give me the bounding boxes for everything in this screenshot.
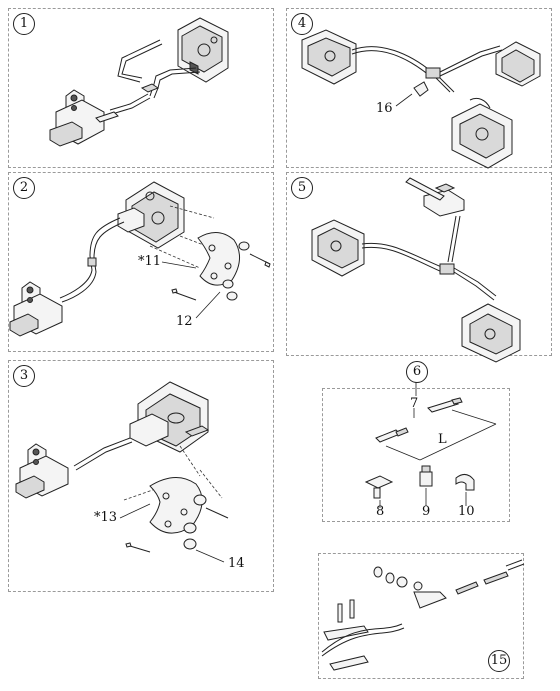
master-cylinder-icon bbox=[405, 177, 465, 217]
caliper-icon bbox=[117, 181, 185, 249]
panel-number-1: 1 bbox=[13, 13, 35, 35]
panel-4-art bbox=[301, 29, 541, 169]
panel-2-art bbox=[9, 181, 271, 337]
caliper-icon bbox=[311, 219, 365, 277]
caliper-icon bbox=[495, 41, 541, 87]
callout-13: *13 bbox=[94, 510, 118, 525]
panel-5 bbox=[286, 172, 552, 356]
bracket-icon bbox=[149, 477, 203, 534]
panel-15 bbox=[318, 553, 524, 679]
caliper-icon bbox=[451, 103, 513, 169]
panel-1-art bbox=[49, 17, 229, 147]
callout-7: 7 bbox=[410, 396, 419, 411]
panel-number-2: 2 bbox=[13, 177, 35, 199]
master-cylinder-icon bbox=[49, 89, 119, 147]
panel-3 bbox=[8, 360, 274, 592]
panel-4 bbox=[286, 8, 552, 168]
master-cylinder-icon bbox=[9, 281, 63, 337]
panel-5-art bbox=[311, 177, 521, 363]
panel-number-5: 5 bbox=[291, 177, 313, 199]
callout-10: 10 bbox=[458, 504, 475, 519]
callout-9: 9 bbox=[422, 504, 431, 519]
callout-L: L bbox=[438, 432, 447, 447]
bracket-icon bbox=[197, 232, 240, 286]
panel-15-art bbox=[321, 559, 525, 671]
caliper-icon bbox=[461, 303, 521, 363]
panel-number-3: 3 bbox=[13, 365, 35, 387]
master-cylinder-icon bbox=[15, 443, 69, 499]
panel-6-art bbox=[364, 381, 497, 508]
panel-1 bbox=[8, 8, 274, 168]
elbow-fitting-icon bbox=[455, 474, 475, 491]
hose-fitting-icon bbox=[375, 397, 463, 443]
panel-number-6: 6 bbox=[406, 361, 428, 383]
panel-3-art bbox=[15, 381, 229, 563]
tee-fitting-icon bbox=[364, 475, 394, 499]
callout-16: 16 bbox=[376, 101, 393, 116]
callout-11: *11 bbox=[138, 254, 162, 269]
panel-number-4: 4 bbox=[291, 13, 313, 35]
linkage-kit-icon bbox=[321, 559, 525, 671]
callout-12: 12 bbox=[176, 314, 193, 329]
panel-2 bbox=[8, 172, 274, 352]
callout-8: 8 bbox=[376, 504, 385, 519]
straight-fitting-icon bbox=[419, 465, 433, 487]
panel-number-15: 15 bbox=[488, 650, 510, 672]
caliper-icon bbox=[301, 29, 357, 85]
caliper-icon bbox=[129, 381, 210, 453]
caliper-icon bbox=[177, 17, 229, 83]
callout-14: 14 bbox=[228, 556, 245, 571]
